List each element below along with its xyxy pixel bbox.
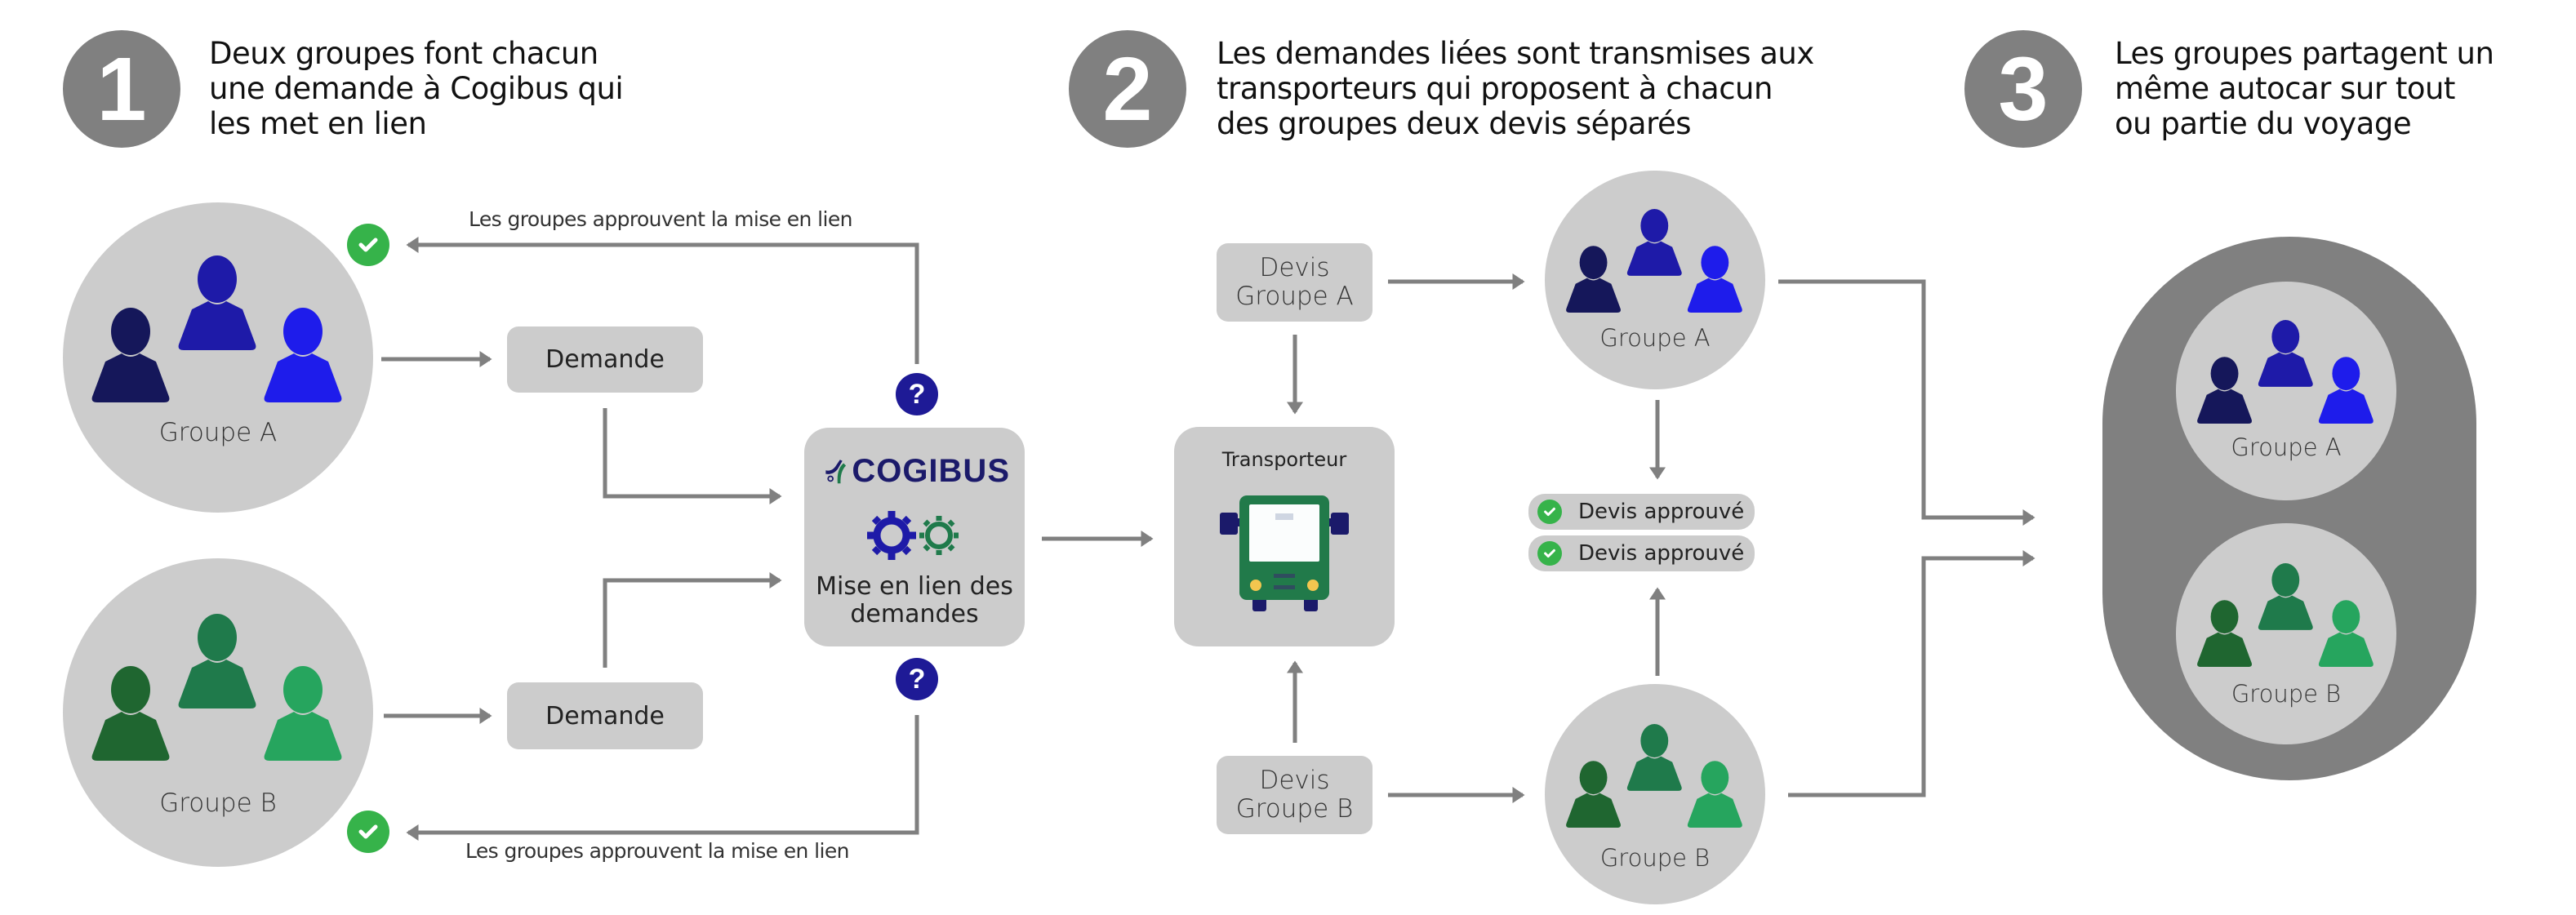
cogibus-caption: Mise en lien des demandes [804,573,1025,629]
groupe-b-circle-shared: Groupe B [2176,523,2396,744]
check-icon [1537,541,1562,566]
demande-b-label: Demande [545,701,665,731]
demande-a-box: Demande [507,326,703,393]
person-icon-1 [91,308,170,402]
person-icon-3 [1687,246,1742,313]
person-icon-2 [2258,563,2313,630]
person-icon-3 [264,308,342,402]
person-icon-1 [1566,246,1621,313]
groupe-b-label: Groupe B [1599,844,1711,872]
devis-groupe-a-line: Groupe A [1235,282,1354,311]
groupe-a-label: Groupe A [2231,433,2342,461]
devis-groupe-b-line: Groupe B [1235,794,1354,824]
person-icon-1 [2197,600,2252,667]
people-icon [1566,209,1742,313]
approval-caption-bottom: Les groupes approuvent la mise en lien [465,839,849,863]
cogibus-matching-box: COGIBUS Mise en lien des demandes [804,428,1025,646]
person-icon-1 [2197,357,2252,424]
arrow-demande-b-to-cogibus [603,572,782,668]
person-icon-2 [178,255,256,350]
devis-approved-label: Devis approuvé [1578,500,1745,524]
devis-groupe-a-box: Devis Groupe A [1217,243,1373,322]
approved-check-icon [347,811,389,853]
transporteur-label: Transporteur [1221,448,1347,471]
gear-icon-green [919,516,959,555]
groupe-a-label: Groupe A [1599,324,1711,352]
groupe-a-circle-mid: Groupe A [1545,171,1765,389]
shared-autocar-capsule: Groupe A Groupe B [2102,237,2476,780]
person-icon-2 [1626,724,1682,791]
question-icon: ? [896,373,938,415]
step-3-number: 3 [1964,30,2082,148]
groupe-b-circle: Groupe B [63,558,373,867]
arrow-approval-bottom [406,715,919,841]
devis-groupe-a-line: Devis [1259,253,1330,282]
people-icon [91,614,342,761]
person-icon-1 [1566,761,1621,828]
step-1-line: Deux groupes font chacun [209,36,598,71]
gears-icon [867,511,959,560]
step-2-line: Les demandes liées sont transmises aux [1217,36,1814,71]
arrow-groupe-b-to-autocar [1788,550,2035,797]
step-2-line: des groupes deux devis séparés [1217,106,1692,141]
person-icon-1 [91,666,170,761]
people-icon [1566,724,1742,828]
people-icon [91,255,342,402]
groupe-b-label: Groupe B [2231,680,2342,708]
step-1-line: une demande à Cogibus qui [209,71,624,106]
cogibus-logo: COGIBUS [822,451,1010,491]
step-2-line: transporteurs qui proposent à chacun [1217,71,1773,106]
step-1-number: 1 [63,30,180,148]
person-icon-2 [1626,209,1682,276]
arrow-groupe-a-to-autocar [1778,279,2035,526]
cogibus-caption-line: demandes [850,600,979,629]
step-3-line: même autocar sur tout [2115,71,2455,106]
groupe-a-circle-shared: Groupe A [2176,282,2396,500]
question-icon: ? [896,658,938,700]
step-2-number: 2 [1069,30,1186,148]
person-icon-2 [2258,320,2313,387]
person-icon-2 [178,614,256,708]
approved-check-icon [347,224,389,266]
cogibus-brand: COGIBUS [852,452,1010,489]
cogibus-logo-icon [825,460,847,484]
devis-approved-label: Devis approuvé [1578,541,1745,566]
step-3-description: Les groupes partagent un même autocar su… [2115,36,2494,141]
transporteur-box: Transporteur [1174,427,1395,646]
step-1-description: Deux groupes font chacun une demande à C… [209,36,624,141]
step-3-line: ou partie du voyage [2115,106,2412,141]
gear-icon-blue [867,511,916,560]
people-icon [2197,320,2374,424]
demande-b-box: Demande [507,682,703,749]
demande-a-label: Demande [545,345,665,374]
bus-icon [1220,495,1349,611]
cogibus-caption-line: Mise en lien des [816,572,1013,601]
approval-caption-top: Les groupes approuvent la mise en lien [469,207,852,231]
check-icon [1537,500,1562,524]
groupe-a-label: Groupe A [158,418,278,447]
person-icon-3 [2318,357,2374,424]
devis-groupe-b-line: Devis [1259,766,1330,795]
arrow-demande-a-to-cogibus [603,408,782,504]
groupe-b-circle-mid: Groupe B [1545,684,1765,904]
person-icon-3 [264,666,342,761]
step-2-description: Les demandes liées sont transmises aux t… [1217,36,1814,141]
devis-approved-pill: Devis approuvé [1528,494,1755,530]
step-1-line: les met en lien [209,106,427,141]
arrow-approval-top [406,237,919,364]
devis-groupe-b-box: Devis Groupe B [1217,756,1373,834]
groupe-a-circle: Groupe A [63,202,373,513]
person-icon-3 [1687,761,1742,828]
step-3-line: Les groupes partagent un [2115,36,2494,71]
people-icon [2197,563,2374,667]
groupe-b-label: Groupe B [159,788,277,818]
person-icon-3 [2318,600,2374,667]
devis-approved-pill: Devis approuvé [1528,535,1755,571]
